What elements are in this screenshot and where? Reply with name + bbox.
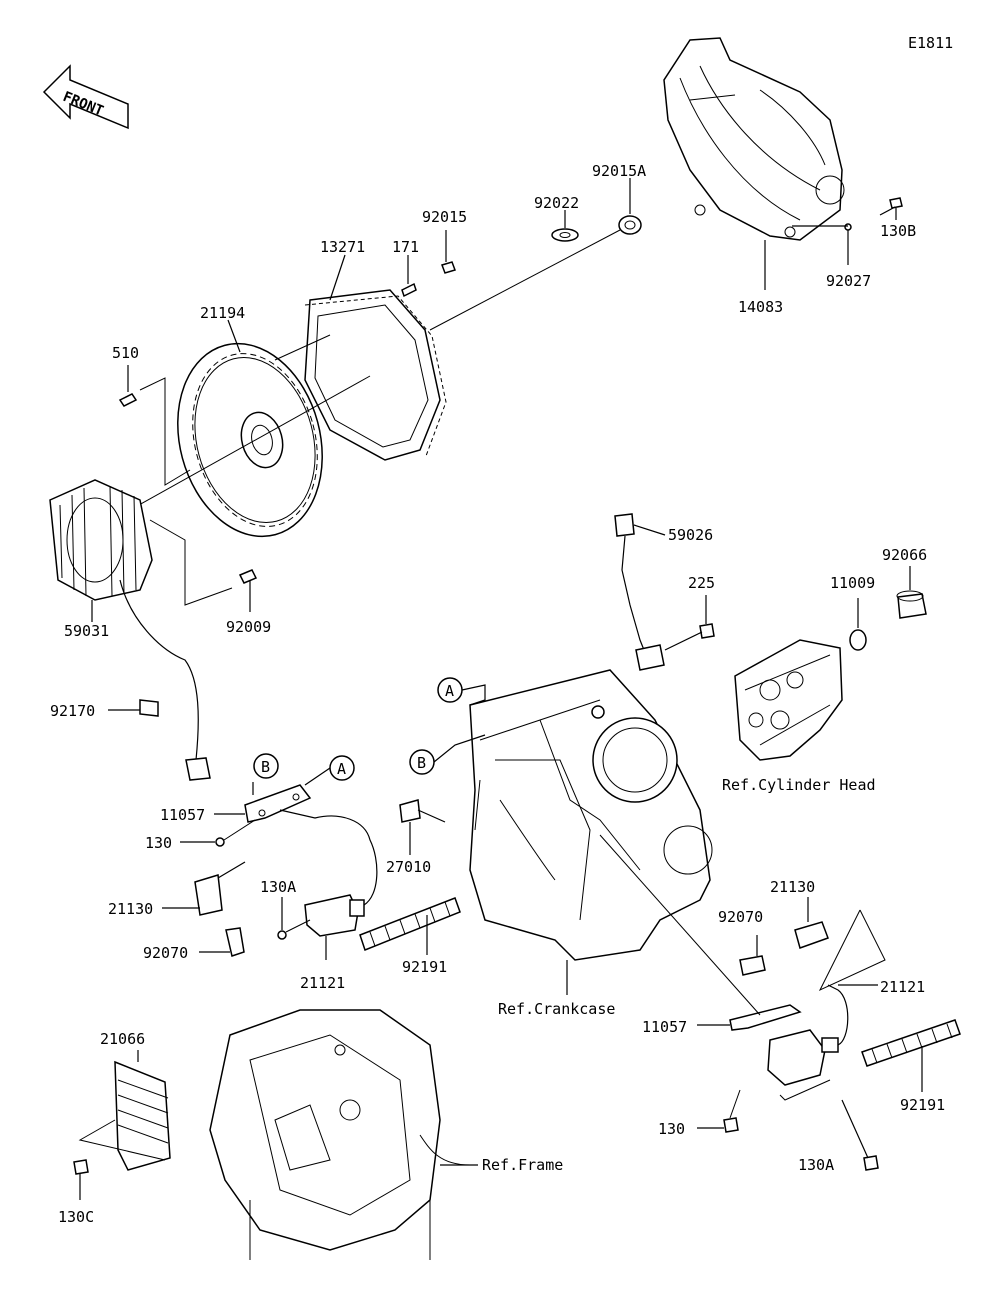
o-ring-11009-part bbox=[849, 598, 867, 651]
label-13271: 13271 bbox=[320, 238, 365, 256]
bolt-130a-right-part bbox=[841, 1099, 879, 1171]
spark-plug-92070-left-part bbox=[199, 927, 245, 957]
callout-a-crankcase: A bbox=[437, 677, 486, 706]
label-130c: 130C bbox=[58, 1208, 94, 1226]
cylinder-head-part bbox=[734, 639, 843, 761]
label-21121-left: 21121 bbox=[300, 974, 345, 992]
svg-text:A: A bbox=[445, 682, 454, 700]
label-ref-cylinder-head: Ref.Cylinder Head bbox=[722, 776, 876, 794]
svg-text:A: A bbox=[337, 760, 346, 778]
label-21130-right: 21130 bbox=[770, 878, 815, 896]
bolt-130-right-part bbox=[697, 1089, 741, 1133]
stud-171-part bbox=[401, 230, 456, 298]
plug-cap-21130-left-part bbox=[162, 861, 246, 916]
label-21121-right: 21121 bbox=[880, 978, 925, 996]
front-arrow-icon: FRONT bbox=[42, 64, 129, 130]
label-130a-right: 130A bbox=[798, 1156, 834, 1174]
washer-92022-part bbox=[551, 210, 579, 242]
label-92191-left: 92191 bbox=[402, 958, 447, 976]
label-130-left: 130 bbox=[145, 834, 172, 852]
frame-part bbox=[209, 1009, 478, 1260]
label-11057-right: 11057 bbox=[642, 1018, 687, 1036]
label-ref-frame: Ref.Frame bbox=[482, 1156, 563, 1174]
label-92070-right: 92070 bbox=[718, 908, 763, 926]
ignition-coil-21121-left-part bbox=[279, 809, 378, 960]
label-92015a: 92015A bbox=[592, 162, 646, 180]
label-92191-right: 92191 bbox=[900, 1096, 945, 1114]
stator-59031-part bbox=[49, 479, 233, 781]
label-92009: 92009 bbox=[226, 618, 271, 636]
label-510: 510 bbox=[112, 344, 139, 362]
callout-b-crankcase: B bbox=[409, 734, 486, 775]
label-21066: 21066 bbox=[100, 1030, 145, 1048]
plug-cap-21130-right-part bbox=[794, 897, 829, 949]
spring-92191-left-part bbox=[359, 897, 461, 955]
label-92022: 92022 bbox=[534, 194, 579, 212]
ignition-coil-21121-right-part bbox=[767, 984, 878, 1101]
bracket-11057-right-part bbox=[599, 834, 802, 1031]
bolt-130c-part bbox=[73, 1159, 89, 1200]
label-21130-left: 21130 bbox=[108, 900, 153, 918]
label-11057-left: 11057 bbox=[160, 806, 205, 824]
sensor-27010-part bbox=[399, 799, 446, 855]
crankcase-part bbox=[469, 669, 713, 995]
label-130a-left: 130A bbox=[260, 878, 296, 896]
label-171: 171 bbox=[392, 238, 419, 256]
label-92170: 92170 bbox=[50, 702, 95, 720]
label-27010: 27010 bbox=[386, 858, 431, 876]
label-ref-crankcase: Ref.Crankcase bbox=[498, 1000, 615, 1018]
bracket-lines-right bbox=[818, 909, 886, 992]
regulator-rectifier-21066-part bbox=[78, 1050, 171, 1171]
cap-92066-part bbox=[896, 566, 927, 619]
svg-text:B: B bbox=[417, 754, 426, 772]
label-21194: 21194 bbox=[200, 304, 245, 322]
flywheel-rotor-21194-part bbox=[177, 319, 323, 538]
label-59026: 59026 bbox=[668, 526, 713, 544]
svg-text:B: B bbox=[261, 758, 270, 776]
spark-plug-92070-right-part bbox=[739, 935, 766, 976]
label-225: 225 bbox=[688, 574, 715, 592]
ring-gear-13271-part bbox=[304, 254, 447, 461]
bolt-130-left-part bbox=[180, 819, 256, 847]
bolt-130a-left-part bbox=[277, 897, 311, 940]
label-59031: 59031 bbox=[64, 622, 109, 640]
label-130-right: 130 bbox=[658, 1120, 685, 1138]
label-92070-left: 92070 bbox=[143, 944, 188, 962]
label-92027: 92027 bbox=[826, 272, 871, 290]
nut-92015a-part bbox=[618, 178, 642, 235]
magneto-cover-part bbox=[663, 37, 845, 290]
bolt-225-part bbox=[664, 595, 715, 651]
key-510-part bbox=[118, 365, 191, 486]
spring-92191-right-part bbox=[861, 1019, 961, 1092]
label-92066: 92066 bbox=[882, 546, 927, 564]
sensor-59026-part bbox=[614, 513, 666, 671]
label-130b: 130B bbox=[880, 222, 916, 240]
bolt-130b-part bbox=[792, 197, 903, 265]
diagram-code: E1811 bbox=[908, 34, 953, 52]
clamp-92170-part bbox=[108, 699, 159, 717]
label-92015: 92015 bbox=[422, 208, 467, 226]
label-14083: 14083 bbox=[738, 298, 783, 316]
label-11009: 11009 bbox=[830, 574, 875, 592]
bolt-92009-part bbox=[238, 569, 258, 612]
bracket-11057-left-part: B A bbox=[214, 753, 355, 823]
